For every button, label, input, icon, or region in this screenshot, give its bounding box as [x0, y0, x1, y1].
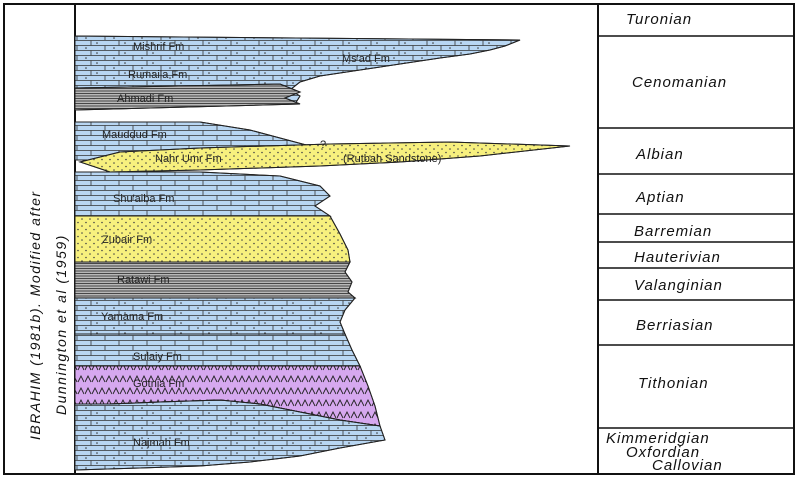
label-mauddud: Mauddud Fm: [102, 129, 167, 141]
stage-aptian: Aptian: [635, 189, 685, 206]
label-rumaila: Rumaila Fm: [128, 69, 187, 81]
stage-oxfordian: Oxfordian: [626, 444, 700, 461]
najmah-pattern: [74, 399, 386, 471]
stage-turonian: Turonian: [626, 11, 692, 28]
label-ahmadi: Ahmadi Fm: [117, 93, 173, 105]
label-ratawi: Ratawi Fm: [117, 274, 170, 286]
label-rutbah: (Rutbah Sandstone): [343, 153, 441, 165]
label-shuaiba: Shu'aiba Fm: [113, 193, 174, 205]
stage-column: [597, 3, 795, 475]
label-yamama: Yamama Fm: [101, 311, 163, 323]
stage-albian: Albian: [635, 146, 684, 163]
nahr-umr-pattern: [78, 141, 571, 173]
label-msad: Ms'ad Fm: [342, 53, 390, 65]
stage-berriasian: Berriasian: [636, 317, 714, 334]
stage-barremian: Barremian: [634, 223, 712, 240]
label-nahr-umr: Nahr Umr Fm: [155, 153, 222, 165]
stage-dividers: [598, 35, 794, 429]
label-sulaiy: Sulaiy Fm: [133, 351, 182, 363]
stage-labels: Turonian Cenomanian Albian Aptian Barrem…: [606, 11, 727, 474]
label-zubair: Zubair Fm: [102, 234, 152, 246]
ahmadi-pattern: [74, 83, 302, 111]
formation-column: [74, 35, 571, 471]
stage-tithonian: Tithonian: [638, 375, 709, 392]
caption-line-1: IBRAHIM (1981b). Modified after: [27, 190, 43, 440]
stage-cenomanian: Cenomanian: [632, 74, 727, 91]
formation-labels: Mishrif Fm Ms'ad Fm Rumaila Fm Ahmadi Fm…: [101, 41, 441, 449]
stage-valanginian: Valanginian: [634, 277, 723, 294]
caption-line-2: Dunnington et al (1959): [53, 234, 69, 415]
side-caption: IBRAHIM (1981b). Modified after Dunningt…: [27, 190, 69, 440]
stage-callovian: Callovian: [652, 457, 723, 474]
label-nahr-umr-question: ?: [320, 139, 326, 151]
label-gotnia: Gotnia Fm: [133, 378, 184, 390]
label-mishrif: Mishrif Fm: [133, 41, 184, 53]
stage-kimmeridgian: Kimmeridgian: [606, 430, 710, 447]
sulaiy-pattern: [74, 333, 361, 367]
stage-hauterivian: Hauterivian: [634, 249, 721, 266]
label-najmah: Najmah Fm: [133, 437, 190, 449]
